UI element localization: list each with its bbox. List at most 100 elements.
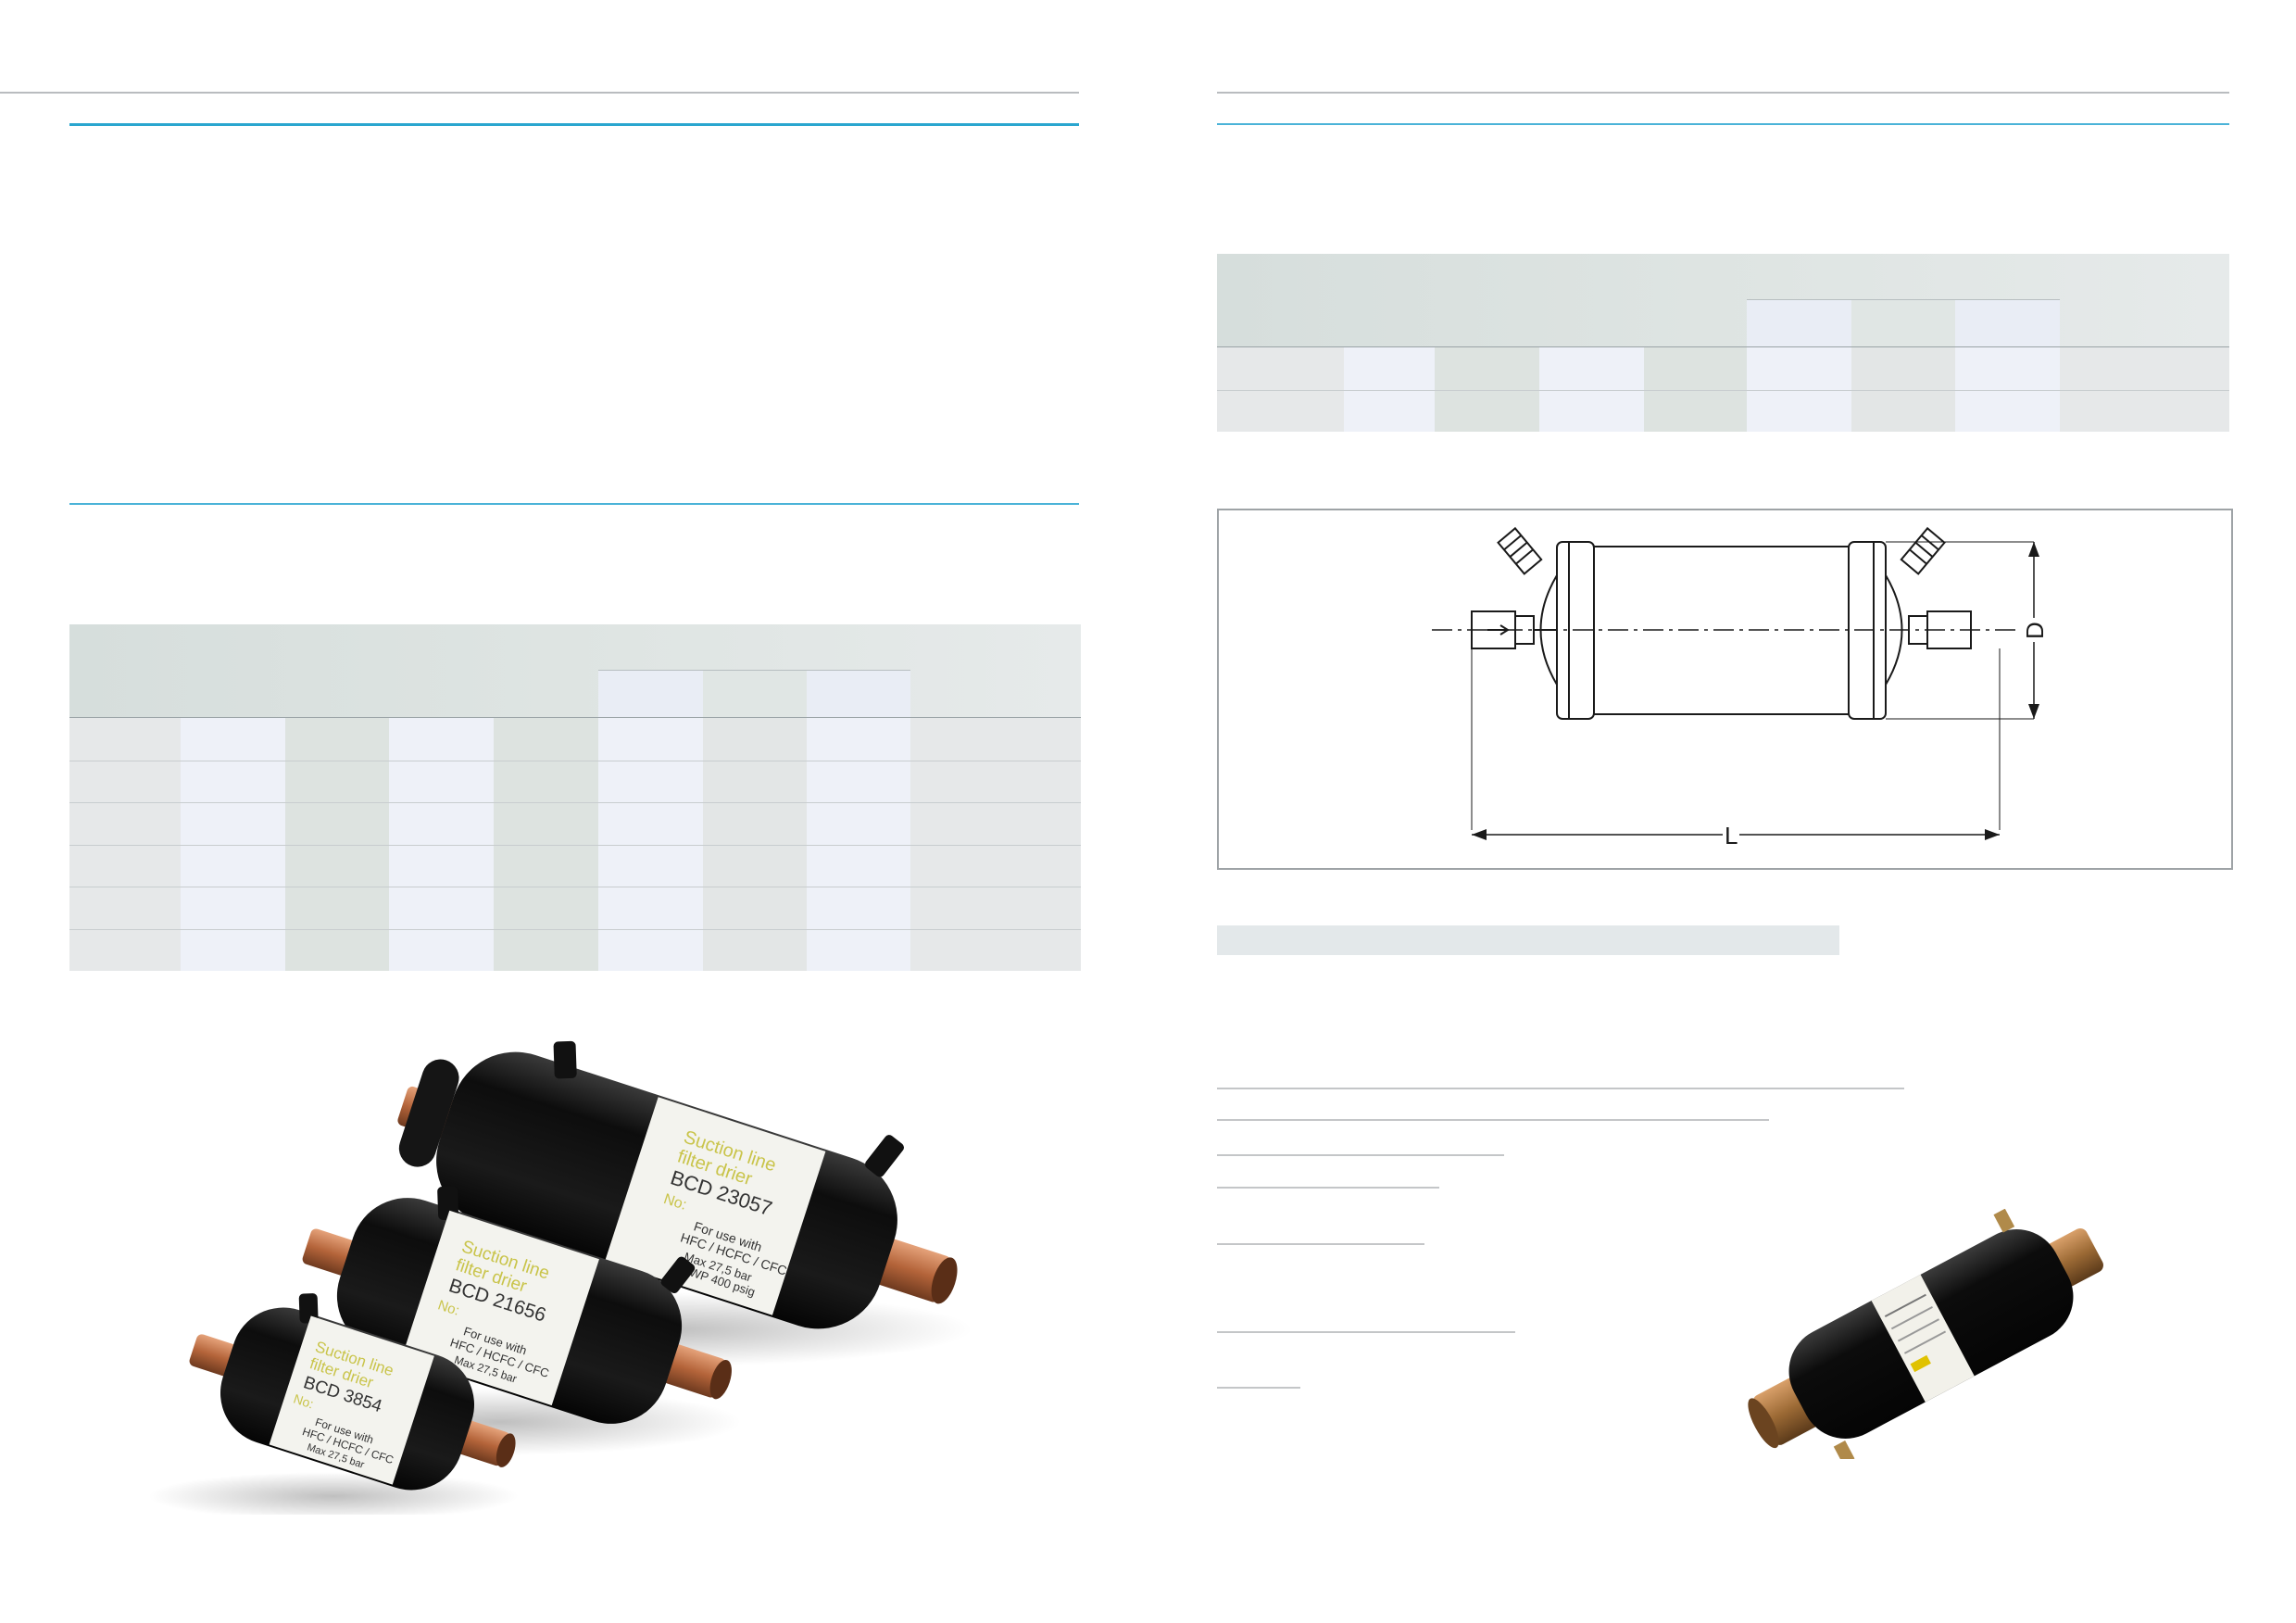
note-highlight-bar bbox=[1217, 925, 1839, 955]
table-cell bbox=[598, 760, 703, 802]
table-cell bbox=[1435, 389, 1539, 432]
length-dimension-label: L bbox=[1725, 822, 1738, 849]
diameter-dimension-label: D bbox=[2021, 622, 2049, 639]
table-row bbox=[69, 760, 1081, 802]
table-row bbox=[1217, 389, 2229, 432]
drier-small: Suction line filter drier BCD 3854 No: F… bbox=[189, 1293, 516, 1491]
table-cell bbox=[1851, 347, 1955, 390]
table-row bbox=[69, 844, 1081, 887]
label-medium-no: No: bbox=[436, 1297, 461, 1318]
table-row bbox=[69, 928, 1081, 971]
table-cell bbox=[494, 760, 598, 802]
list-rule-5 bbox=[1217, 1243, 1424, 1245]
table-cell bbox=[494, 802, 598, 845]
table-cell bbox=[598, 887, 703, 929]
table-cell bbox=[181, 887, 285, 929]
technical-drawing-panel: L D bbox=[1217, 509, 2233, 870]
table-cell bbox=[389, 887, 494, 929]
list-rule-2 bbox=[1217, 1119, 1769, 1121]
table-cell bbox=[807, 760, 910, 802]
table-cell bbox=[598, 844, 703, 887]
table-cell bbox=[285, 760, 389, 802]
table-cell bbox=[598, 928, 703, 971]
right-table-header bbox=[1217, 254, 2229, 346]
left-section-divider-1 bbox=[69, 123, 1079, 126]
table-cell bbox=[494, 928, 598, 971]
table-cell bbox=[807, 887, 910, 929]
table-cell bbox=[703, 844, 807, 887]
table-cell bbox=[1747, 347, 1851, 390]
table-cell bbox=[285, 802, 389, 845]
table-cell bbox=[389, 802, 494, 845]
right-spec-table bbox=[1217, 254, 2229, 432]
table-cell bbox=[1955, 347, 2060, 390]
table-cell bbox=[494, 844, 598, 887]
table-cell bbox=[1435, 347, 1539, 390]
product-photo-single-drier bbox=[1732, 1208, 2130, 1466]
table-cell bbox=[598, 718, 703, 761]
dimension-drawing: L D bbox=[1432, 526, 2049, 849]
table-cell bbox=[285, 844, 389, 887]
table-cell bbox=[389, 760, 494, 802]
table-cell bbox=[181, 718, 285, 761]
table-cell bbox=[285, 928, 389, 971]
list-rule-4 bbox=[1217, 1187, 1439, 1189]
table-cell bbox=[181, 802, 285, 845]
table-cell bbox=[1344, 389, 1435, 432]
drier-medium: Suction line filter drier BCD 21656 No: … bbox=[302, 1186, 732, 1424]
right-section-divider bbox=[1217, 123, 2229, 125]
table-cell bbox=[1955, 389, 2060, 432]
table-row bbox=[69, 802, 1081, 845]
left-section-divider-2 bbox=[69, 503, 1079, 505]
table-cell bbox=[389, 928, 494, 971]
table-cell bbox=[181, 928, 285, 971]
table-cell bbox=[703, 887, 807, 929]
table-cell bbox=[1747, 389, 1851, 432]
right-page-top-rule bbox=[1217, 92, 2229, 94]
table-cell bbox=[285, 887, 389, 929]
table-cell bbox=[1344, 347, 1435, 390]
table-cell bbox=[389, 844, 494, 887]
table-cell bbox=[598, 802, 703, 845]
left-table-header bbox=[69, 624, 1081, 717]
table-cell bbox=[1539, 389, 1644, 432]
left-header-subgroup-1 bbox=[598, 671, 703, 717]
left-header-subgroup-2 bbox=[703, 671, 807, 717]
list-rule-7 bbox=[1217, 1387, 1300, 1389]
right-header-subgroup-3 bbox=[1955, 300, 2060, 346]
product-photo-filter-driers: Suction line filter drier BCD 23057 No: … bbox=[148, 1033, 1019, 1520]
table-cell bbox=[1644, 347, 1747, 390]
table-row bbox=[69, 718, 1081, 761]
table-cell bbox=[807, 802, 910, 845]
table-cell bbox=[285, 718, 389, 761]
table-cell bbox=[703, 760, 807, 802]
table-row bbox=[69, 887, 1081, 929]
right-header-subgroup-1 bbox=[1747, 300, 1851, 346]
label-large-no: No: bbox=[661, 1191, 688, 1214]
table-cell bbox=[494, 887, 598, 929]
table-cell bbox=[807, 928, 910, 971]
table-cell bbox=[807, 844, 910, 887]
filter-drier-illustration: Suction line filter drier BCD 23057 No: … bbox=[148, 1040, 972, 1520]
left-spec-table bbox=[69, 624, 1081, 971]
single-drier-illustration bbox=[1748, 1208, 2103, 1466]
table-cell bbox=[807, 718, 910, 761]
table-cell bbox=[703, 928, 807, 971]
list-rule-1 bbox=[1217, 1088, 1904, 1089]
table-cell bbox=[181, 760, 285, 802]
table-row bbox=[1217, 347, 2229, 390]
table-cell bbox=[494, 718, 598, 761]
left-header-subgroup-3 bbox=[807, 671, 910, 717]
table-cell bbox=[703, 802, 807, 845]
table-cell bbox=[703, 718, 807, 761]
table-cell bbox=[181, 844, 285, 887]
right-header-subgroup-2 bbox=[1851, 300, 1955, 346]
table-cell bbox=[1644, 389, 1747, 432]
table-cell bbox=[389, 718, 494, 761]
left-page-top-rule bbox=[0, 92, 1079, 94]
table-cell bbox=[1851, 389, 1955, 432]
table-cell bbox=[1539, 347, 1644, 390]
label-small-no: No: bbox=[292, 1391, 316, 1412]
list-rule-3 bbox=[1217, 1154, 1504, 1156]
list-rule-6 bbox=[1217, 1331, 1515, 1333]
